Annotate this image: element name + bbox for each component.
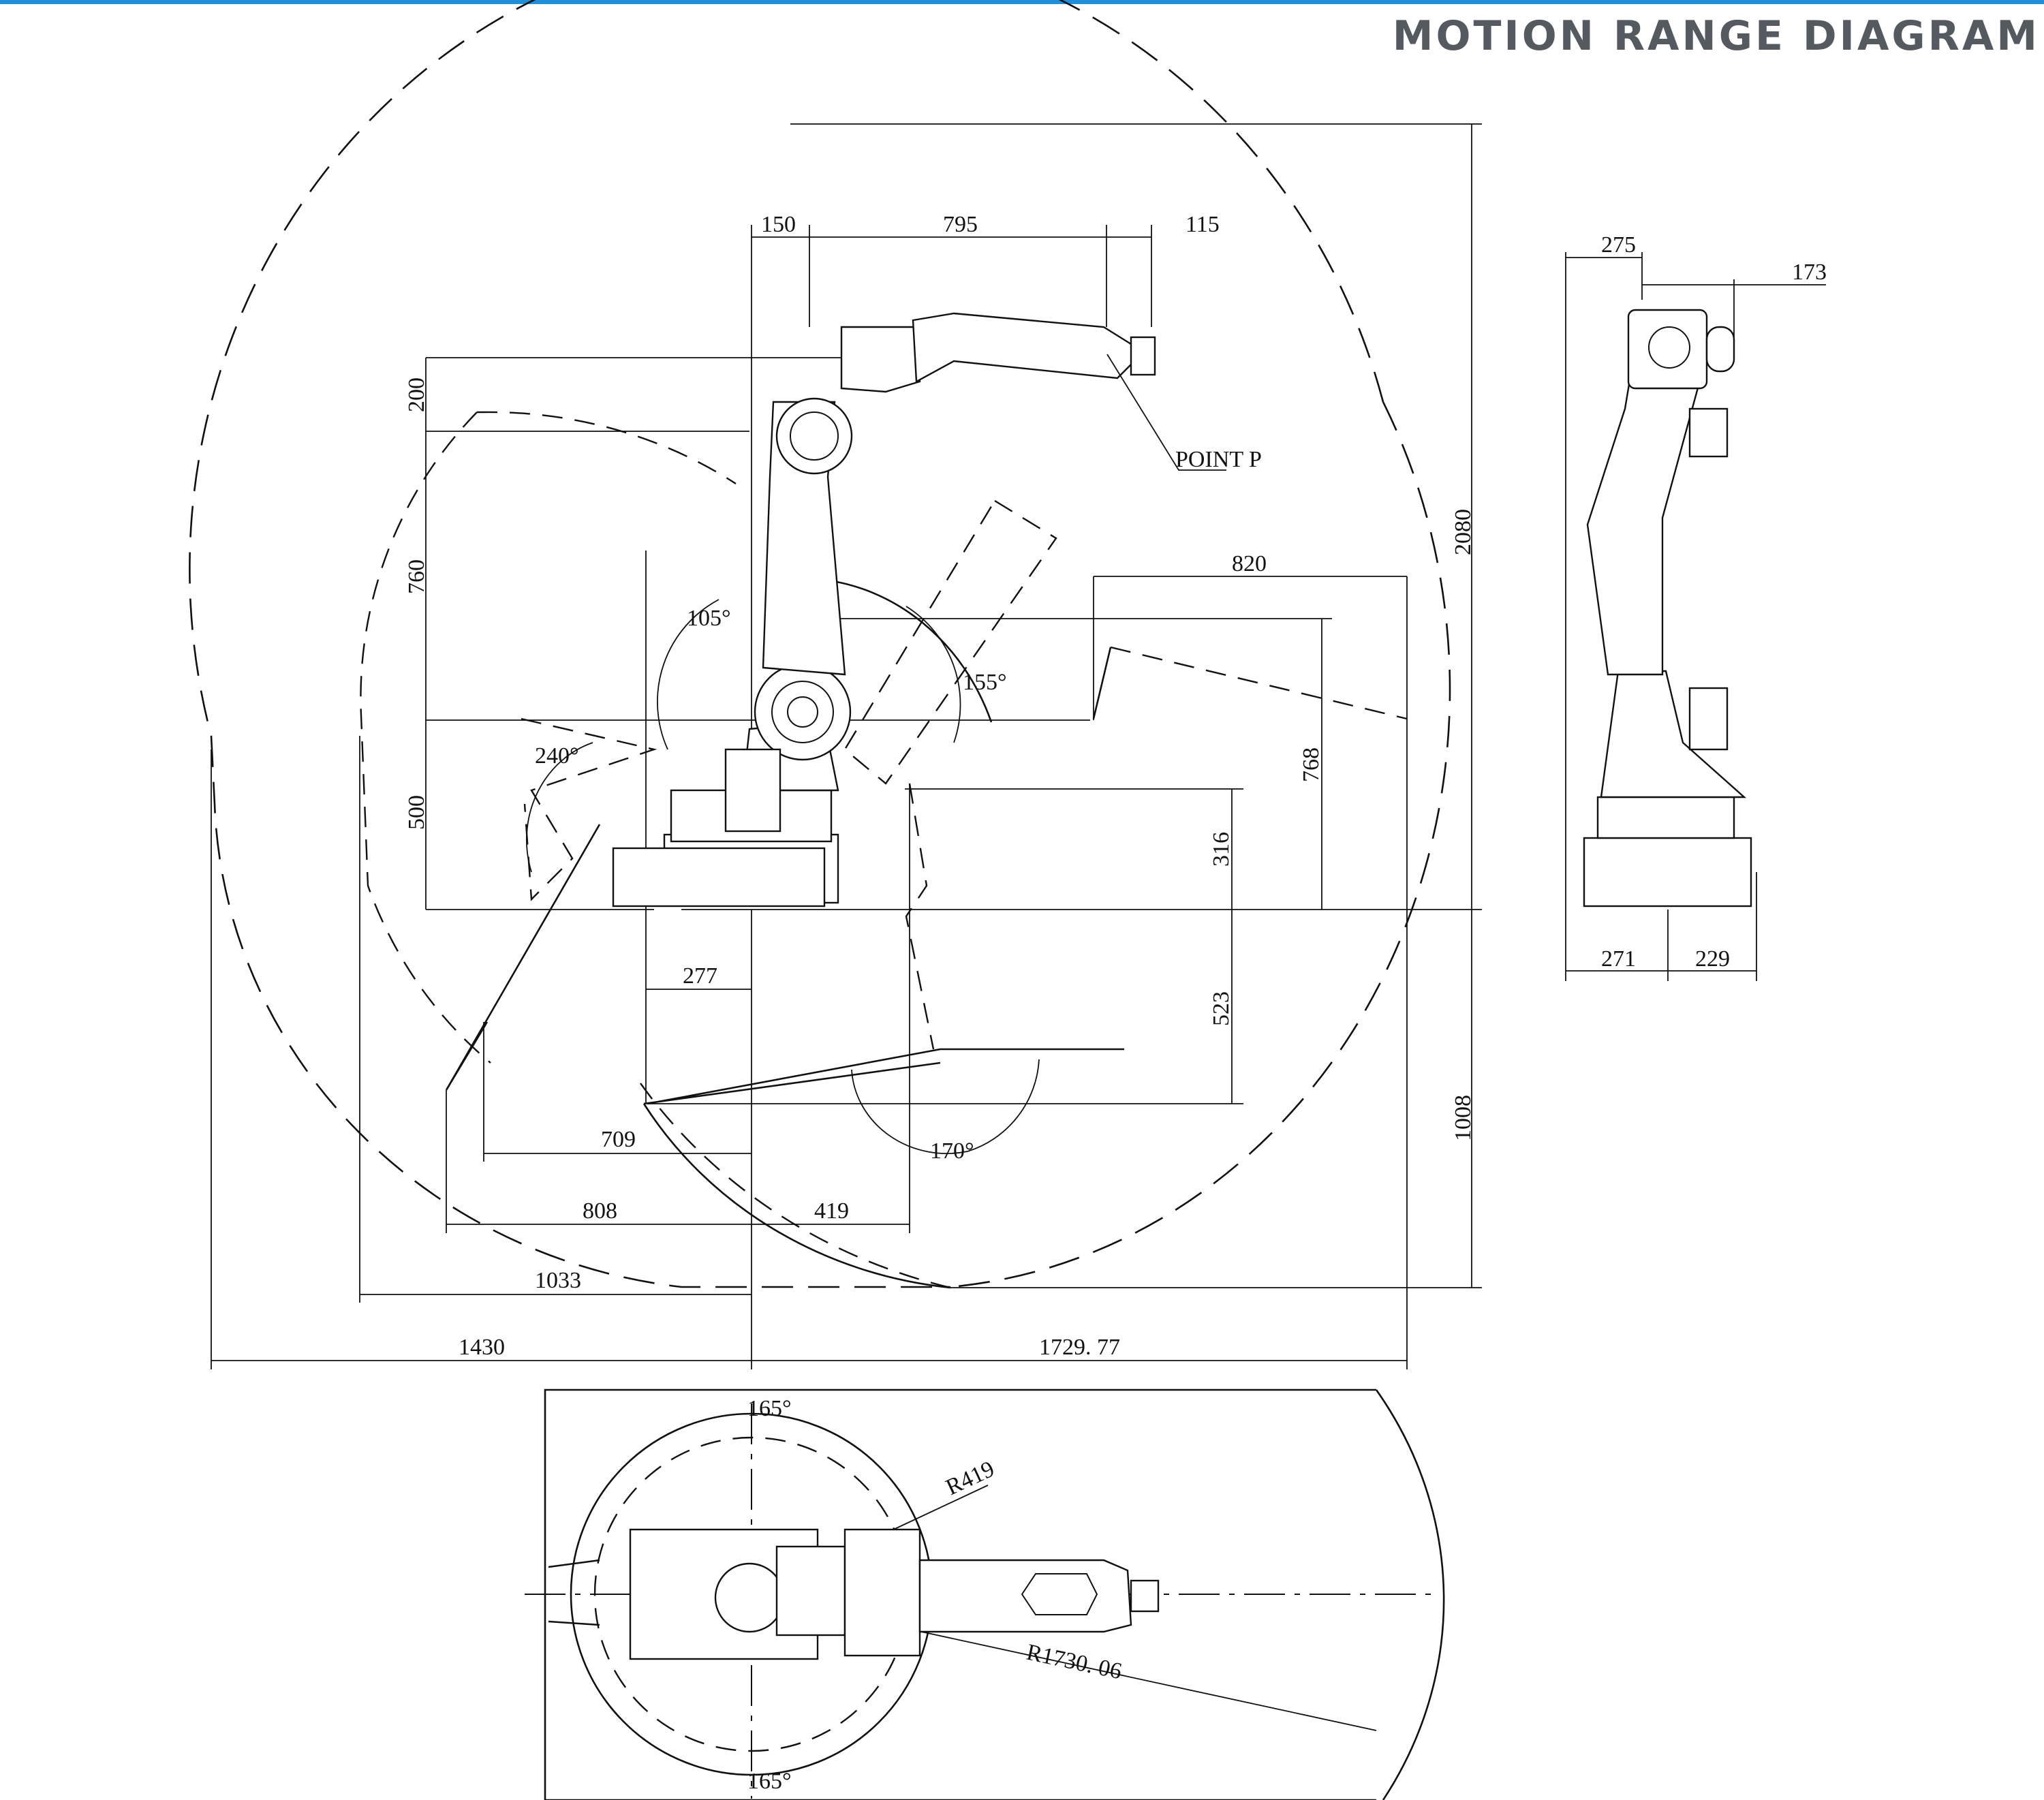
angle-170: 170° (930, 1138, 974, 1164)
near-limit-c (1110, 646, 1408, 720)
side-view-robot (612, 312, 1156, 907)
dim-229: 229 (1695, 946, 1730, 972)
dim-795: 795 (943, 212, 978, 237)
outer-envelope (189, 0, 1384, 1288)
upper-arm-housing (840, 326, 921, 393)
dim-523: 523 (1209, 991, 1234, 1026)
angle-105: 105° (687, 606, 731, 631)
top-accent-bar (0, 0, 2044, 4)
r1730-leader (858, 1617, 1377, 1731)
dim-760: 760 (404, 559, 429, 594)
near-limit-a (843, 499, 1057, 785)
base-body (612, 847, 826, 907)
dim-500: 500 (404, 795, 429, 830)
angle-arcs (525, 599, 1040, 1154)
dim-150: 150 (761, 212, 796, 237)
plan-angle-bottom: 165° (747, 1769, 792, 1794)
dim-820: 820 (1232, 551, 1267, 576)
side-view-envelope (189, 0, 1451, 1289)
dim-1033: 1033 (535, 1268, 581, 1293)
near-limit-b (521, 717, 657, 901)
r419-leader (878, 1485, 989, 1537)
dimension-labels: 150 795 115 200 760 500 2080 1008 820 76… (404, 212, 1827, 1794)
angle-155: 155° (963, 670, 1007, 695)
outer-envelope-right (950, 401, 1451, 1288)
wrist (1130, 336, 1156, 376)
dim-768: 768 (1299, 747, 1324, 782)
dim-271: 271 (1601, 946, 1636, 972)
solid-boundary-2 (817, 578, 1112, 723)
joint-3 (775, 397, 853, 475)
dim-275: 275 (1601, 232, 1636, 258)
plan-radius-1730: R1730. 06 (1024, 1640, 1124, 1685)
front-view (1565, 252, 1826, 981)
lower-arc (642, 1103, 951, 1289)
dim-173: 173 (1792, 260, 1827, 285)
dim-200: 200 (404, 377, 429, 412)
dim-316: 316 (1209, 832, 1234, 867)
dim-419: 419 (814, 1198, 849, 1224)
inner-envelope-arm (640, 1083, 951, 1289)
dim-808: 808 (583, 1198, 617, 1224)
dim-115: 115 (1186, 212, 1220, 237)
cable-box (724, 748, 781, 833)
point-p-label: POINT P (1175, 447, 1262, 472)
dim-1008: 1008 (1451, 1095, 1476, 1141)
plan-view (525, 1388, 1445, 1800)
dim-277: 277 (683, 963, 717, 989)
dim-1729-77: 1729. 77 (1039, 1335, 1120, 1360)
plan-angle-top: 165° (747, 1396, 792, 1421)
page-title: MOTION RANGE DIAGRAM (1392, 12, 2040, 60)
near-limit-d (905, 783, 935, 1050)
dim-2080: 2080 (1451, 509, 1476, 555)
solid-boundary (445, 824, 1124, 1105)
angle-240: 240° (535, 743, 579, 769)
dim-1430: 1430 (459, 1335, 505, 1360)
joint-2 (754, 663, 852, 761)
point-p-leader (1106, 354, 1226, 471)
plan-reach-arc (1375, 1389, 1445, 1800)
dim-709: 709 (601, 1127, 636, 1152)
upper-arm (912, 312, 1136, 383)
inner-envelope (360, 411, 737, 1064)
